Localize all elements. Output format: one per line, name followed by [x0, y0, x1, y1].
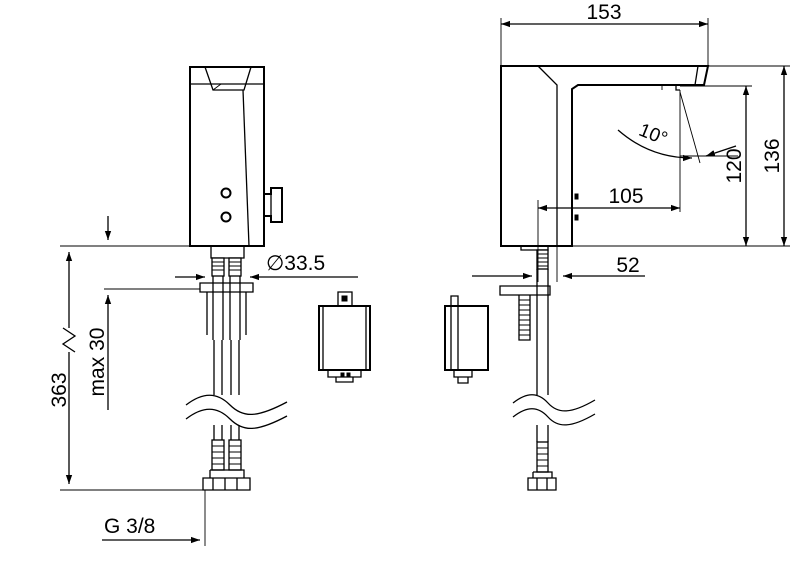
- front-view: [185, 66, 288, 491]
- dim-spout-reach: 105: [608, 185, 643, 208]
- dim-total-height: 136: [761, 138, 784, 173]
- temperature-knob: [264, 187, 283, 223]
- side-dimensions: 153 105 52 10° 120 136: [472, 1, 790, 282]
- dim-width-top: 153: [586, 1, 621, 24]
- faucet-body-side: [500, 65, 710, 247]
- sensor-dot-icon: [220, 187, 232, 199]
- dim-overall-length: 363: [48, 372, 71, 407]
- control-box-side: [444, 295, 489, 384]
- faucet-body-front: [189, 66, 265, 247]
- sensor-dot-icon: [220, 211, 232, 223]
- front-dimensions: 363 max 30 ∅33.5 G 3/8: [48, 216, 358, 546]
- dim-spout-height: 120: [723, 148, 746, 183]
- side-view: [499, 65, 710, 491]
- dim-thread: G 3/8: [104, 515, 155, 538]
- control-box: [318, 291, 371, 383]
- dim-base-offset: 52: [616, 254, 639, 277]
- dim-diameter: ∅33.5: [266, 252, 325, 275]
- dim-counter-thickness: max 30: [86, 328, 109, 397]
